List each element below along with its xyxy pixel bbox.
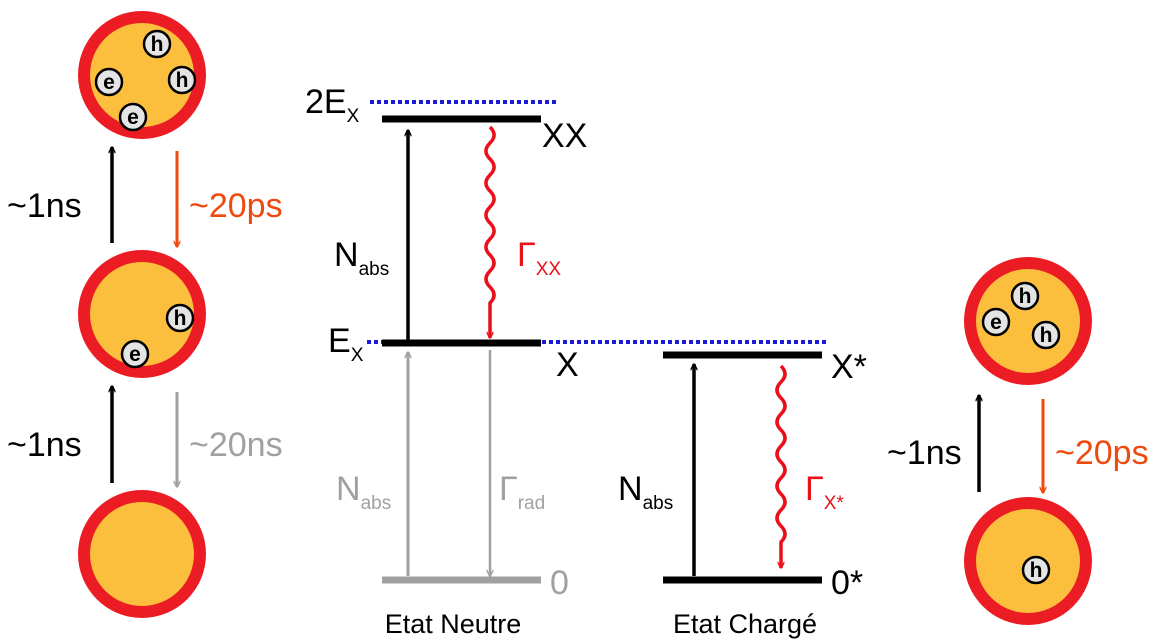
right-up-time: ~1ns bbox=[887, 434, 962, 472]
electron-particle: e bbox=[122, 341, 148, 367]
svg-text:e: e bbox=[990, 311, 1002, 334]
label-xx: XX bbox=[542, 117, 587, 155]
label-0: 0 bbox=[550, 564, 569, 602]
label-nabs-top: Nabs bbox=[334, 236, 389, 280]
arrow-gamma-xstar bbox=[777, 366, 785, 568]
right-down-time: ~20ps bbox=[1055, 434, 1149, 472]
label-nabs-bottom: Nabs bbox=[336, 470, 391, 514]
left-up-bottom-time: ~1ns bbox=[7, 426, 82, 464]
svg-text:h: h bbox=[176, 69, 189, 92]
charged-state: X* 0* Nabs ΓX* Etat Chargé bbox=[618, 348, 867, 639]
quantum-dot-charged-exciton: h e h bbox=[964, 257, 1092, 385]
hole-particle: h bbox=[1012, 283, 1038, 309]
label-2ex: 2EX bbox=[305, 83, 360, 127]
label-xstar: X* bbox=[831, 348, 867, 386]
hole-particle: h bbox=[1023, 557, 1049, 583]
electron-particle: e bbox=[120, 104, 146, 130]
left-down-bottom-time: ~20ns bbox=[189, 426, 283, 464]
label-nabs-charged: Nabs bbox=[618, 470, 673, 514]
hole-particle: h bbox=[169, 67, 195, 93]
label-0star: 0* bbox=[831, 564, 863, 602]
caption-charged: Etat Chargé bbox=[673, 609, 817, 639]
neutral-state: 2EX XX EX X 0 Nabs ΓXX Nabs Γrad Etat Ne… bbox=[305, 83, 826, 639]
left-cycle: h e h e h e ~1ns ~20ps ~1ns ~20ns bbox=[7, 11, 283, 618]
quantum-dot-empty bbox=[78, 490, 206, 618]
label-ex: EX bbox=[328, 322, 364, 366]
quantum-dot-charged: h bbox=[964, 497, 1092, 625]
svg-text:e: e bbox=[129, 343, 141, 366]
hole-particle: h bbox=[1033, 322, 1059, 348]
label-gamma-xx: ΓXX bbox=[517, 236, 561, 280]
svg-text:h: h bbox=[151, 33, 164, 56]
hole-particle: h bbox=[167, 305, 193, 331]
right-cycle: h e h h ~1ns ~20ps bbox=[887, 257, 1149, 625]
label-gamma-rad: Γrad bbox=[499, 470, 545, 514]
left-up-top-time: ~1ns bbox=[7, 187, 82, 225]
label-x: X bbox=[556, 346, 579, 384]
svg-text:h: h bbox=[174, 307, 187, 330]
svg-text:e: e bbox=[127, 106, 139, 129]
svg-text:e: e bbox=[103, 71, 115, 94]
left-down-top-time: ~20ps bbox=[189, 187, 283, 225]
electron-particle: e bbox=[96, 69, 122, 95]
arrow-gamma-xx bbox=[486, 127, 494, 338]
quantum-dot-biexciton: h e h e bbox=[78, 11, 206, 139]
svg-text:h: h bbox=[1030, 559, 1043, 582]
hole-particle: h bbox=[144, 31, 170, 57]
svg-text:h: h bbox=[1019, 285, 1032, 308]
electron-particle: e bbox=[983, 309, 1009, 335]
label-gamma-xstar: ΓX* bbox=[805, 470, 844, 514]
quantum-dot-exciton: h e bbox=[78, 250, 206, 378]
caption-neutral: Etat Neutre bbox=[385, 609, 522, 639]
svg-text:h: h bbox=[1040, 324, 1053, 347]
